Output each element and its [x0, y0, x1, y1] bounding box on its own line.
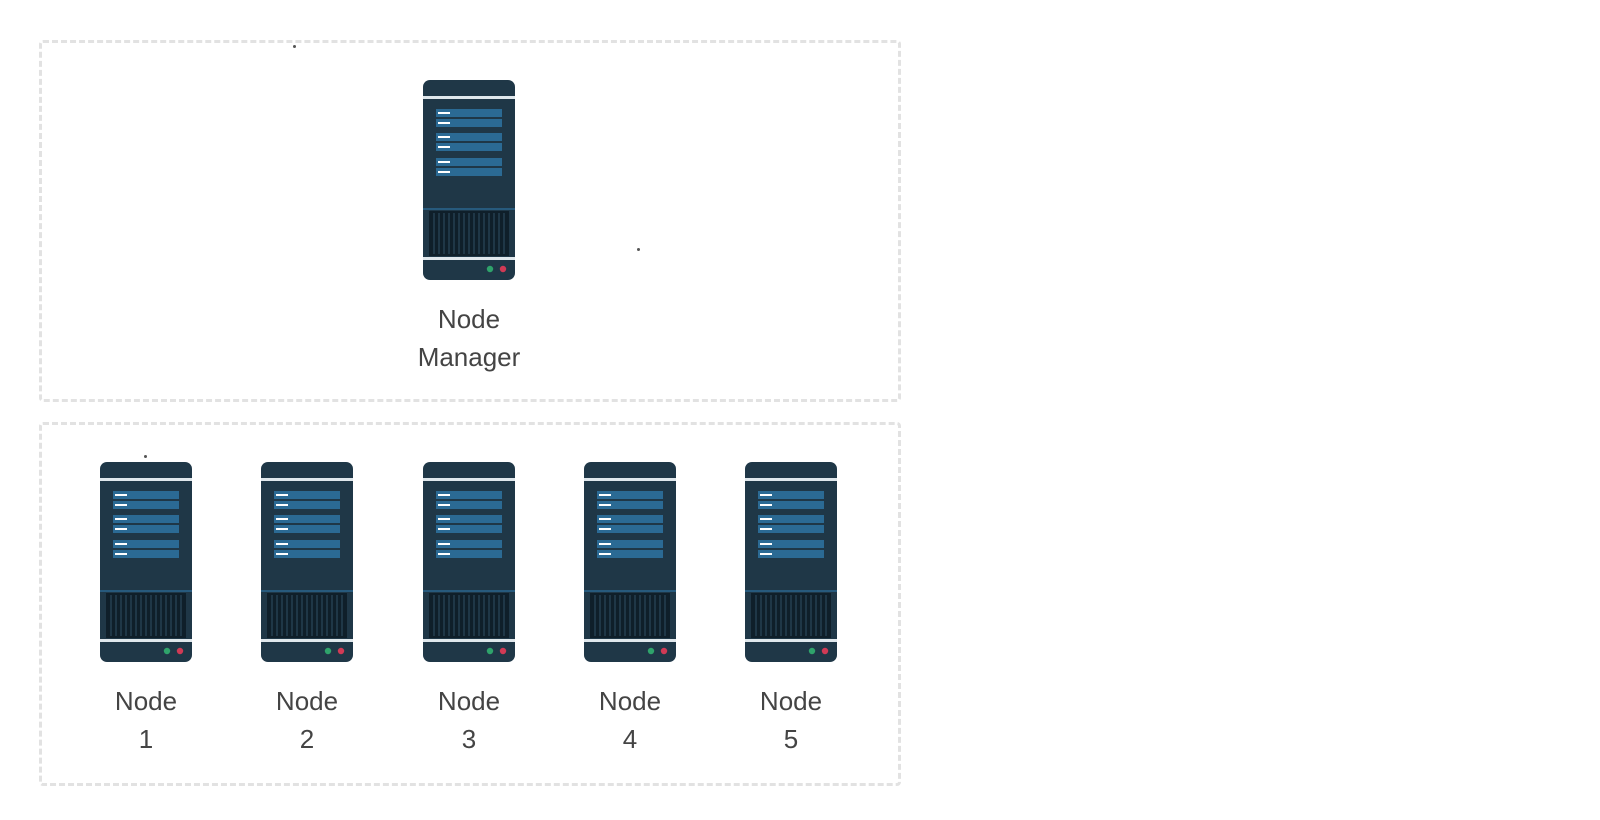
node-manager-label-line2: Manager: [417, 342, 521, 372]
node-4-label-line2: 4: [622, 724, 638, 754]
node-manager[interactable]: Node Manager: [389, 80, 549, 376]
anchor-dot: [293, 45, 296, 48]
server-icon: [423, 80, 515, 280]
node-3-label-line2: 3: [461, 724, 477, 754]
node-3-label-line1: Node: [437, 686, 501, 716]
node-manager-label: Node Manager: [389, 300, 549, 376]
node-4-label: Node 4: [550, 682, 710, 758]
node-1-label-line1: Node: [114, 686, 178, 716]
node-5-label-line2: 5: [783, 724, 799, 754]
node-3-label: Node 3: [389, 682, 549, 758]
node-1-label: Node 1: [66, 682, 226, 758]
node-2-label-line2: 2: [299, 724, 315, 754]
node-3[interactable]: Node 3: [389, 462, 549, 758]
anchor-dot: [637, 248, 640, 251]
node-1[interactable]: Node 1: [66, 462, 226, 758]
manager-cluster-box: [39, 40, 901, 402]
node-5-label: Node 5: [711, 682, 871, 758]
anchor-dot: [144, 455, 147, 458]
node-1-label-line2: 1: [138, 724, 154, 754]
server-icon: [423, 462, 515, 662]
node-2-label-line1: Node: [275, 686, 339, 716]
worker-cluster-box: [39, 422, 901, 786]
node-5-label-line1: Node: [759, 686, 823, 716]
node-4[interactable]: Node 4: [550, 462, 710, 758]
server-icon: [261, 462, 353, 662]
node-5[interactable]: Node 5: [711, 462, 871, 758]
server-icon: [100, 462, 192, 662]
server-icon: [584, 462, 676, 662]
node-4-label-line1: Node: [598, 686, 662, 716]
server-icon: [745, 462, 837, 662]
node-2-label: Node 2: [227, 682, 387, 758]
node-2[interactable]: Node 2: [227, 462, 387, 758]
node-manager-label-line1: Node: [437, 304, 501, 334]
